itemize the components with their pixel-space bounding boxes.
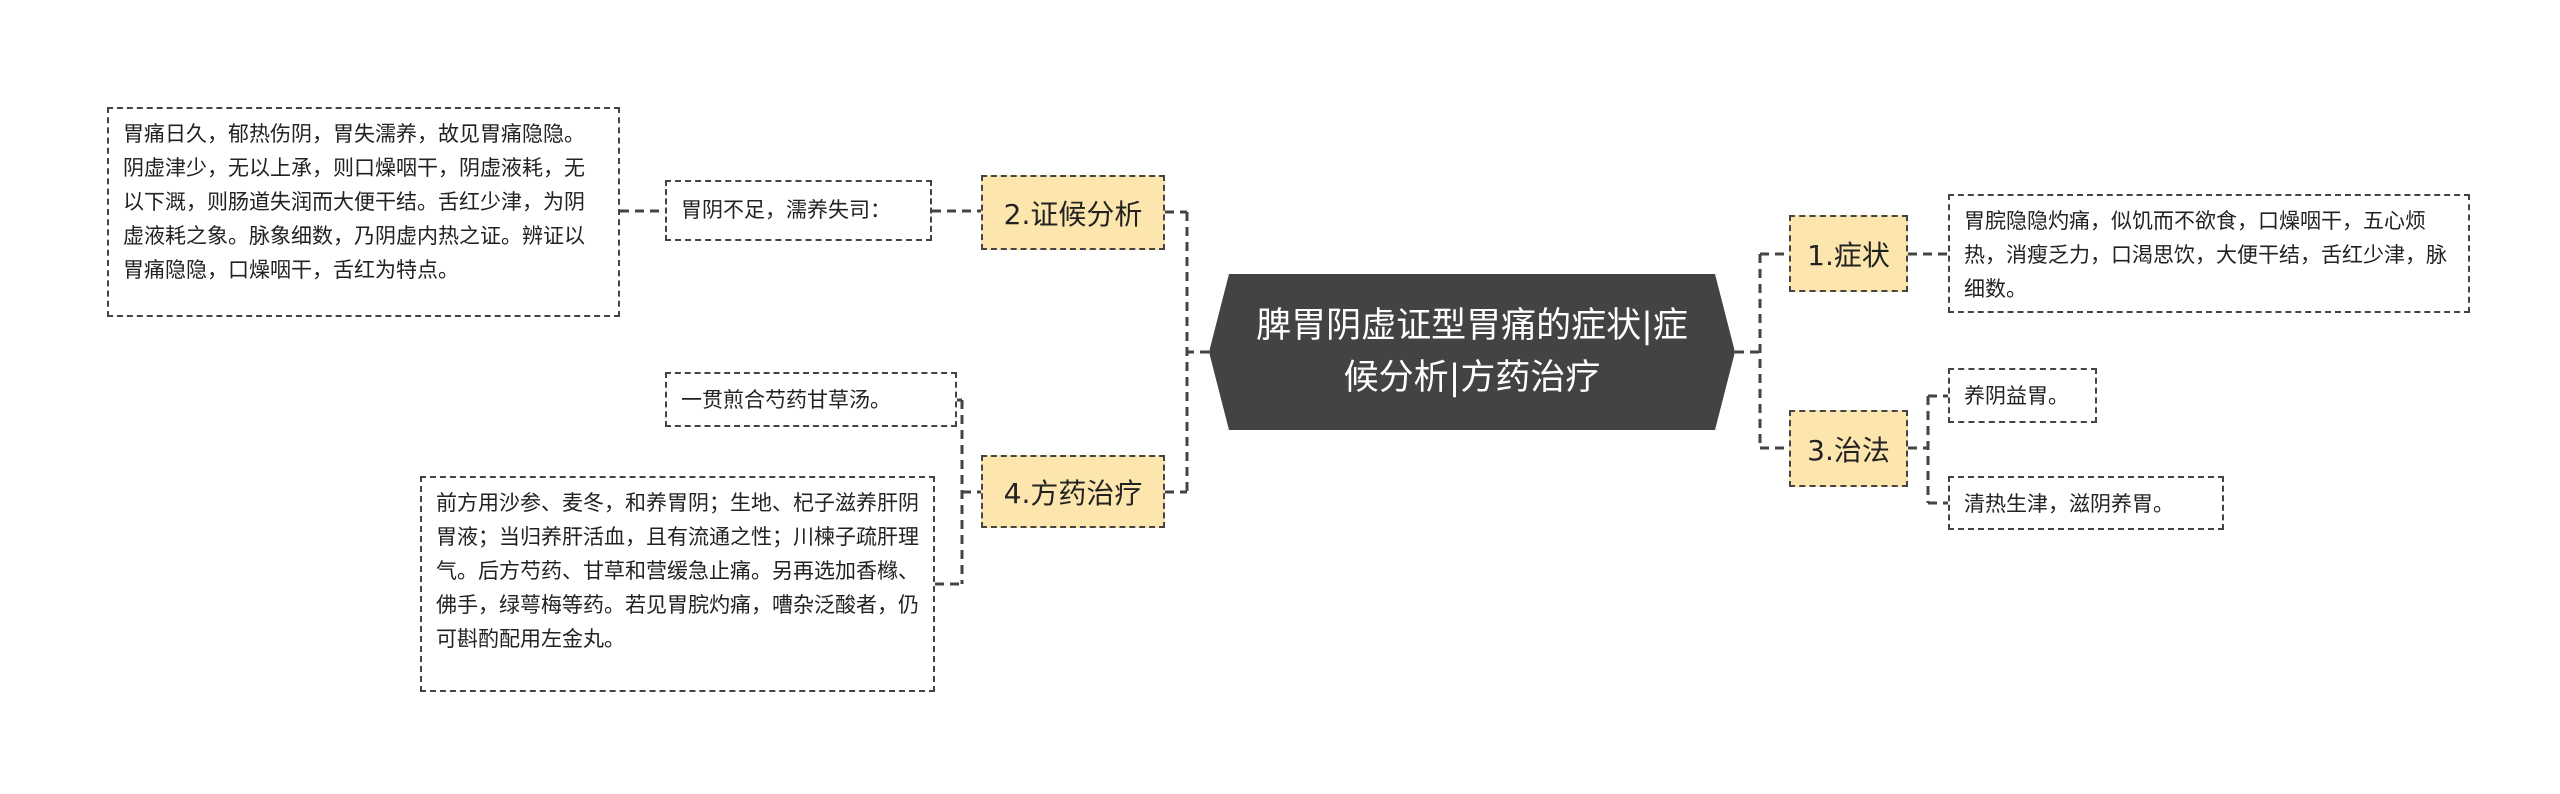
treatment-item-2[interactable]: 清热生津，滋阴养胃。 [1948,476,2224,530]
central-topic[interactable]: 脾胃阴虚证型胃痛的症状|症候分析|方药治疗 [1209,274,1735,430]
topic-symptoms[interactable]: 1.症状 [1789,215,1908,292]
analysis-subtopic[interactable]: 胃阴不足，濡养失司： [665,180,932,241]
central-topic-shape [1209,274,1735,430]
central-topic-title: 脾胃阴虚证型胃痛的症状|症候分析|方药治疗 [1256,306,1688,398]
treatment-item-1[interactable]: 养阴益胃。 [1948,368,2097,423]
prescription-item-1[interactable]: 一贯煎合芍药甘草汤。 [665,372,957,427]
prescription-item-2[interactable]: 前方用沙参、麦冬，和养胃阴；生地、杞子滋养肝阴胃液；当归养肝活血，且有流通之性；… [420,476,935,692]
topic-analysis[interactable]: 2.证候分析 [981,175,1165,250]
topic-prescription[interactable]: 4.方药治疗 [981,455,1165,528]
analysis-detail[interactable]: 胃痛日久，郁热伤阴，胃失濡养，故见胃痛隐隐。阴虚津少，无以上承，则口燥咽干，阴虚… [107,107,620,317]
topic-treatment[interactable]: 3.治法 [1789,410,1908,487]
symptoms-item[interactable]: 胃脘隐隐灼痛，似饥而不欲食，口燥咽干，五心烦热，消瘦乏力，口渴思饮，大便干结，舌… [1948,194,2470,313]
